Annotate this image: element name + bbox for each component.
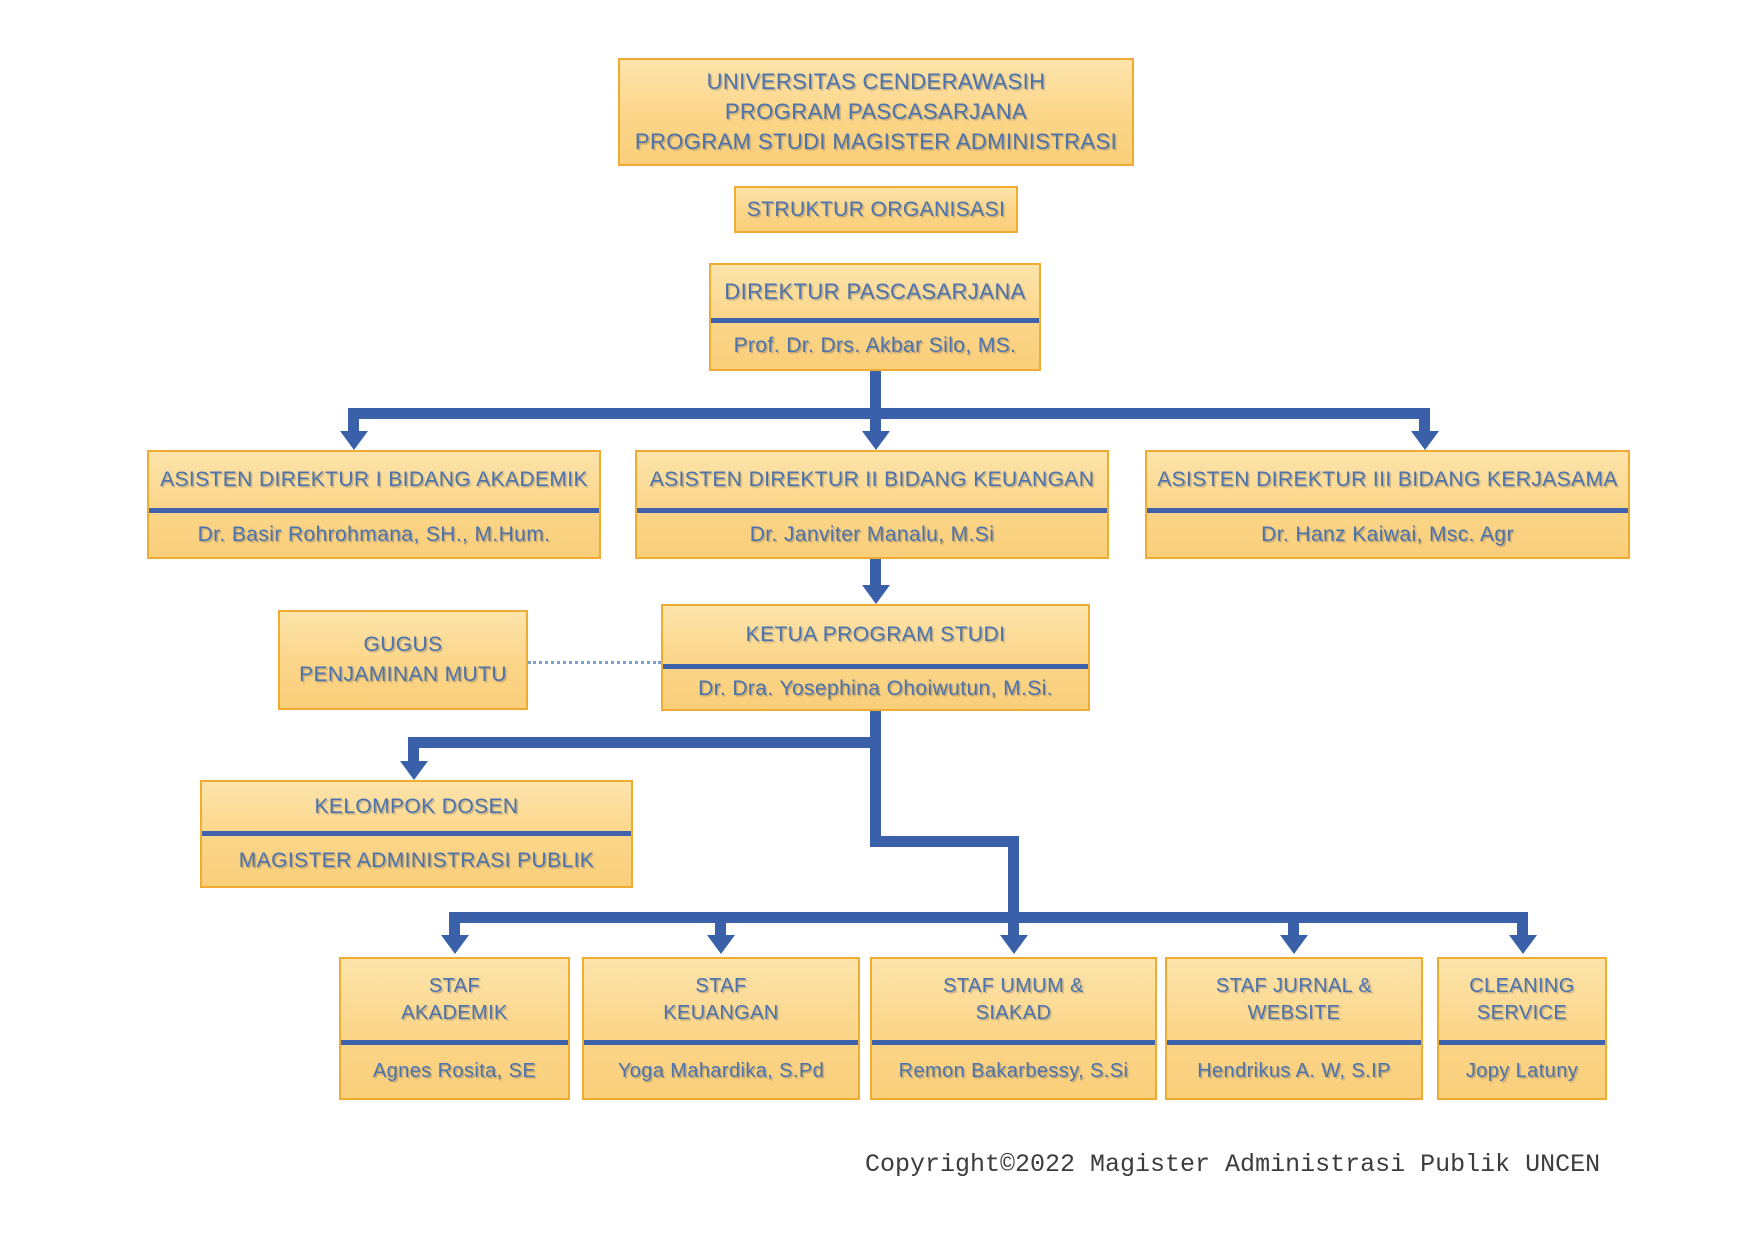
node-title-line: CLEANING: [1469, 974, 1575, 997]
arrow-down-icon: [1000, 935, 1028, 954]
connector-line: [1419, 408, 1430, 433]
node-staf-umum-siakad: STAF UMUM & SIAKAD Remon Bakarbessy, S.S…: [870, 957, 1157, 1100]
connector-line: [1288, 912, 1299, 936]
node-person-name: Hendrikus A. W, S.IP: [1197, 1060, 1391, 1082]
node-title: STAF UMUM & SIAKAD: [872, 959, 1155, 1040]
node-divider: [341, 1040, 568, 1045]
node-person-name: Dr. Janviter Manalu, M.Si: [749, 523, 995, 546]
connector-line: [870, 559, 881, 587]
node-title-line: AKADEMIK: [401, 1001, 508, 1024]
node-asisten-direktur-1: ASISTEN DIREKTUR I BIDANG AKADEMIK Dr. B…: [147, 450, 601, 559]
node-title-line: SERVICE: [1476, 1001, 1568, 1024]
node-title-line: SIAKAD: [975, 1001, 1052, 1024]
node-title-line: STAF: [428, 974, 481, 997]
node-title: ASISTEN DIREKTUR I BIDANG AKADEMIK: [160, 468, 588, 491]
node-divider: [872, 1040, 1155, 1045]
node-title-line: KEUANGAN: [663, 1001, 779, 1024]
connector-line: [870, 836, 1018, 847]
node-title-line: GUGUS: [363, 633, 443, 656]
node-person-name: Prof. Dr. Drs. Akbar Silo, MS.: [733, 334, 1017, 357]
node-direktur-pascasarjana: DIREKTUR PASCASARJANA Prof. Dr. Drs. Akb…: [709, 263, 1041, 371]
node-divider: [663, 664, 1088, 669]
node-person-name: Agnes Rosita, SE: [372, 1060, 537, 1082]
arrow-down-icon: [862, 585, 890, 604]
node-title: DIREKTUR PASCASARJANA: [724, 278, 1026, 304]
chart-subtitle-box: STRUKTUR ORGANISASI: [734, 186, 1018, 233]
node-divider: [584, 1040, 858, 1045]
connector-line: [348, 408, 1430, 419]
connector-line: [870, 711, 881, 841]
node-title-line: STAF: [695, 974, 747, 997]
node-person-name: Dr. Dra. Yosephina Ohoiwutun, M.Si.: [698, 677, 1053, 700]
dotted-connector-line: [528, 661, 661, 664]
node-title: KELOMPOK DOSEN: [314, 794, 519, 818]
arrow-down-icon: [1411, 431, 1439, 450]
node-gugus-penjaminan-mutu: GUGUS PENJAMINAN MUTU: [278, 610, 528, 710]
connector-line: [348, 408, 359, 433]
node-title: ASISTEN DIREKTUR III BIDANG KERJASAMA: [1157, 468, 1618, 491]
node-divider: [1439, 1040, 1605, 1045]
node-person-name: Jopy Latuny: [1465, 1060, 1579, 1082]
connector-line: [1008, 836, 1019, 923]
arrow-down-icon: [340, 431, 368, 450]
node-divider: [637, 508, 1107, 513]
node-title: KETUA PROGRAM STUDI: [745, 623, 1006, 646]
node-title-line: WEBSITE: [1247, 1001, 1341, 1024]
arrow-down-icon: [1509, 935, 1537, 954]
connector-line: [715, 912, 726, 936]
copyright-text: Copyright©2022 Magister Administrasi Pub…: [865, 1150, 1601, 1179]
chart-subtitle: STRUKTUR ORGANISASI: [746, 197, 1006, 221]
arrow-down-icon: [1280, 935, 1308, 954]
title-line: PROGRAM PASCASARJANA: [724, 99, 1028, 124]
node-title: ASISTEN DIREKTUR II BIDANG KEUANGAN: [649, 468, 1095, 491]
connector-line: [1008, 912, 1019, 936]
node-person-name: Yoga Mahardika, S.Pd: [617, 1060, 825, 1082]
connector-line: [408, 737, 419, 763]
node-title: STAF KEUANGAN: [584, 959, 858, 1040]
arrow-down-icon: [707, 935, 735, 954]
node-asisten-direktur-3: ASISTEN DIREKTUR III BIDANG KERJASAMA Dr…: [1145, 450, 1630, 559]
arrow-down-icon: [441, 935, 469, 954]
node-title-line: STAF UMUM &: [943, 974, 1084, 997]
arrow-down-icon: [400, 761, 428, 780]
node-divider: [202, 831, 631, 836]
title-line: PROGRAM STUDI MAGISTER ADMINISTRASI: [634, 129, 1118, 154]
university-title-box: UNIVERSITAS CENDERAWASIH PROGRAM PASCASA…: [618, 58, 1134, 166]
node-title-line: STAF JURNAL &: [1215, 974, 1373, 997]
node-person-name: Dr. Hanz Kaiwai, Msc. Agr: [1261, 523, 1514, 546]
node-title: STAF JURNAL & WEBSITE: [1167, 959, 1421, 1040]
node-title: STAF AKADEMIK: [341, 959, 568, 1040]
connector-line: [449, 912, 1528, 923]
node-staf-jurnal-website: STAF JURNAL & WEBSITE Hendrikus A. W, S.…: [1165, 957, 1423, 1100]
node-title-line: PENJAMINAN MUTU: [299, 663, 507, 686]
connector-line: [870, 371, 881, 413]
node-subtitle: MAGISTER ADMINISTRASI PUBLIK: [238, 849, 595, 872]
connector-line: [449, 912, 460, 936]
node-staf-keuangan: STAF KEUANGAN Yoga Mahardika, S.Pd: [582, 957, 860, 1100]
node-title: CLEANING SERVICE: [1439, 959, 1605, 1040]
arrow-down-icon: [862, 431, 890, 450]
node-asisten-direktur-2: ASISTEN DIREKTUR II BIDANG KEUANGAN Dr. …: [635, 450, 1109, 559]
node-kelompok-dosen: KELOMPOK DOSEN MAGISTER ADMINISTRASI PUB…: [200, 780, 633, 888]
title-line: UNIVERSITAS CENDERAWASIH: [706, 69, 1046, 94]
connector-line: [408, 737, 881, 748]
node-person-name: Dr. Basir Rohrohmana, SH., M.Hum.: [197, 523, 551, 546]
node-divider: [1147, 508, 1628, 513]
node-divider: [711, 318, 1039, 323]
node-cleaning-service: CLEANING SERVICE Jopy Latuny: [1437, 957, 1607, 1100]
node-divider: [149, 508, 599, 513]
node-divider: [1167, 1040, 1421, 1045]
node-ketua-program-studi: KETUA PROGRAM STUDI Dr. Dra. Yosephina O…: [661, 604, 1090, 711]
node-person-name: Remon Bakarbessy, S.Si: [898, 1060, 1129, 1082]
node-staf-akademik: STAF AKADEMIK Agnes Rosita, SE: [339, 957, 570, 1100]
connector-line: [870, 419, 881, 433]
connector-line: [1517, 912, 1528, 936]
